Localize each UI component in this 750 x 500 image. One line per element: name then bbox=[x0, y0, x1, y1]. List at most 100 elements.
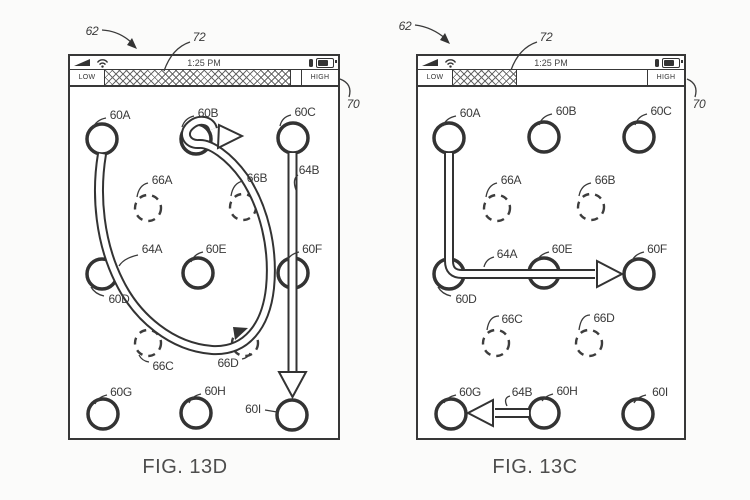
leader-62-arrowhead bbox=[440, 33, 450, 44]
pattern-node-60C[interactable] bbox=[276, 121, 310, 155]
pattern-node-60H[interactable] bbox=[179, 396, 213, 430]
label-60G: 60G bbox=[110, 385, 132, 399]
pattern-node-60A[interactable] bbox=[432, 121, 466, 155]
leader-72 bbox=[163, 41, 191, 72]
gesture-path-64A-inner bbox=[446, 153, 595, 277]
leader-60A bbox=[442, 115, 457, 127]
status-left-group bbox=[422, 58, 494, 68]
leader-60F bbox=[631, 251, 645, 262]
leader-66B bbox=[230, 180, 244, 197]
pattern-node-60I[interactable] bbox=[621, 397, 655, 431]
label-60I: 60I bbox=[245, 402, 261, 416]
leader-60I bbox=[264, 409, 278, 413]
leader-62 bbox=[414, 24, 447, 40]
label-66A: 66A bbox=[152, 173, 173, 187]
leader-60H bbox=[541, 393, 554, 402]
slider-fill[interactable] bbox=[453, 70, 518, 85]
leader-60D bbox=[90, 286, 105, 297]
pattern-node-60H[interactable] bbox=[527, 396, 561, 430]
leader-60G bbox=[94, 394, 108, 405]
leader-66D bbox=[578, 314, 591, 331]
battery-icon bbox=[662, 57, 683, 68]
wifi-icon bbox=[444, 58, 457, 68]
status-bar: 1:25 PM bbox=[70, 56, 338, 70]
signal-icon bbox=[422, 59, 438, 66]
label-66C: 66C bbox=[501, 312, 523, 326]
leader-60H bbox=[188, 393, 202, 404]
leader-66C bbox=[138, 354, 150, 363]
label-60D: 60D bbox=[108, 292, 130, 306]
status-time: 1:25 PM bbox=[534, 57, 568, 68]
label-60D: 60D bbox=[455, 292, 477, 306]
leader-66D bbox=[241, 352, 251, 360]
figure-caption-13d: FIG. 13D bbox=[142, 456, 228, 478]
slider-track[interactable] bbox=[453, 70, 647, 85]
gesture-path-64A bbox=[94, 115, 276, 356]
fig-13c-diagram: 60A 60B 60C 66A 66B 64A 60E 60F 60D 66C … bbox=[399, 19, 706, 431]
label-60B: 60B bbox=[556, 104, 577, 118]
battery-tip bbox=[334, 60, 337, 63]
status-indicator-icon bbox=[655, 58, 659, 67]
label-60E: 60E bbox=[206, 242, 227, 256]
label-60E: 60E bbox=[552, 242, 573, 256]
label-64B: 64B bbox=[512, 385, 533, 399]
label-64A: 64A bbox=[142, 242, 163, 256]
status-right-group bbox=[262, 57, 337, 68]
figure-caption-13c: FIG. 13C bbox=[492, 456, 578, 478]
leader-60C bbox=[634, 113, 648, 126]
pattern-node-60B[interactable] bbox=[527, 120, 561, 154]
label-60C: 60C bbox=[650, 104, 672, 118]
ghost-node-66A[interactable] bbox=[482, 193, 512, 223]
leader-64B bbox=[293, 174, 299, 191]
leader-60F bbox=[286, 251, 300, 262]
battery-icon bbox=[316, 57, 337, 68]
leader-60B bbox=[538, 113, 553, 126]
leader-66B bbox=[578, 182, 592, 197]
leader-70 bbox=[686, 78, 697, 98]
label-66B: 66B bbox=[595, 173, 616, 187]
gesture-64B-arrowhead bbox=[277, 371, 308, 400]
leader-72 bbox=[510, 41, 538, 71]
leader-60A bbox=[92, 117, 107, 129]
label-60F: 60F bbox=[302, 242, 322, 256]
slider-fill[interactable] bbox=[105, 70, 292, 85]
label-60I: 60I bbox=[652, 385, 668, 399]
leader-62-arrowhead bbox=[127, 38, 137, 49]
pattern-node-60G[interactable] bbox=[86, 397, 120, 431]
label-60G: 60G bbox=[459, 385, 481, 399]
status-bar: 1:25 PM bbox=[418, 56, 684, 70]
ghost-node-66C[interactable] bbox=[481, 328, 511, 358]
leader-66C bbox=[486, 315, 500, 331]
pattern-node-60F[interactable] bbox=[622, 257, 656, 291]
leader-64A bbox=[483, 256, 495, 268]
pattern-node-60E[interactable] bbox=[181, 256, 215, 290]
ghost-node-66C[interactable] bbox=[133, 328, 163, 358]
leader-60G bbox=[443, 394, 457, 404]
ghost-node-66A[interactable] bbox=[133, 193, 163, 223]
label-66D: 66D bbox=[593, 311, 615, 325]
ghost-node-66D[interactable] bbox=[574, 328, 604, 358]
label-66B: 66B bbox=[247, 171, 268, 185]
pattern-node-60C[interactable] bbox=[622, 120, 656, 154]
label-72: 72 bbox=[540, 30, 553, 44]
label-60A: 60A bbox=[110, 108, 131, 122]
leader-60E bbox=[536, 251, 550, 262]
pattern-node-60A[interactable] bbox=[85, 122, 119, 156]
label-64B: 64B bbox=[299, 163, 320, 177]
gesture-64A-arrowhead bbox=[216, 123, 245, 150]
pattern-node-60I[interactable] bbox=[275, 398, 309, 432]
signal-icon bbox=[74, 59, 90, 66]
label-62: 62 bbox=[399, 19, 412, 33]
label-70: 70 bbox=[693, 97, 706, 111]
leader-64B bbox=[504, 395, 511, 407]
leader-62 bbox=[101, 29, 134, 45]
ghost-node-66B[interactable] bbox=[576, 192, 606, 222]
pattern-node-60G[interactable] bbox=[434, 397, 468, 431]
label-60A: 60A bbox=[460, 106, 481, 120]
battery-tip bbox=[680, 60, 683, 63]
sensitivity-slider: LOW HIGH bbox=[418, 70, 684, 87]
leader-60E bbox=[190, 251, 204, 263]
label-64A: 64A bbox=[497, 247, 518, 261]
slider-track[interactable] bbox=[105, 70, 301, 85]
